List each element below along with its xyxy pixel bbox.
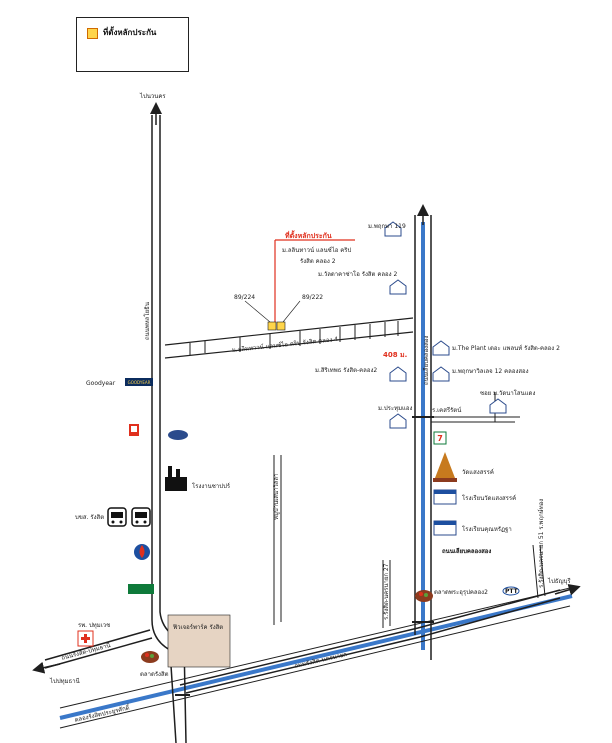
label-north: ไปนวนคร xyxy=(139,92,166,100)
ptt-icon-left xyxy=(134,544,150,560)
canal-rangsit xyxy=(59,594,573,720)
label-road-liab-khlong: ถนนเลียบคลองสอง xyxy=(442,547,491,555)
temple-icon xyxy=(433,452,457,482)
road-khlong-rangsit-side xyxy=(59,587,571,709)
label-west: ไปปทุมธานี xyxy=(49,677,80,685)
label-pratum: ม.ประทุมแอง xyxy=(378,405,412,412)
label-pruksa-ville: ม.พฤกษาวิลเลจ 12 คลองสอง xyxy=(452,368,529,375)
collateral-project-1: ม.ลลินทาวน์ แลนซ์ไอ คริป xyxy=(282,246,352,254)
plot-right-pointer xyxy=(282,300,301,323)
collateral-marker-left xyxy=(267,321,277,331)
future-park-block xyxy=(167,614,231,668)
hotel-icon xyxy=(129,424,139,436)
arrow-east xyxy=(554,583,581,596)
bridge-marks xyxy=(175,416,434,696)
house-icon-7 xyxy=(489,398,507,414)
distance-label: 408 ม. xyxy=(383,351,407,359)
seven-eleven-icon: 7 xyxy=(433,431,447,445)
collateral-plot-left: 89/224 xyxy=(234,294,255,301)
label-road-soi-51: ร.รังสิต-นครนายก 51 ร.พฤกษ์ทอง xyxy=(537,499,545,588)
label-siriwiwat: ม.สิริเทพธ รังสิต-คลอง2 xyxy=(315,367,377,374)
label-theplant: ม.The Plant เดอะ แพลนท์ รังสิต-คลอง 2 xyxy=(452,344,560,352)
ptt-icon-right xyxy=(502,586,520,596)
svg-text:7: 7 xyxy=(437,434,443,443)
road-rangsit-pathum xyxy=(44,629,151,661)
plot-left-pointer xyxy=(244,300,271,323)
collateral-title: ที่ตั้งหลักประกัน xyxy=(285,229,332,240)
road-rangsit-nakhonnayok-2 xyxy=(185,597,561,694)
house-icon-6 xyxy=(389,413,407,429)
label-bus: บขส. รังสิต xyxy=(75,514,104,521)
label-pruksa119: ม.พฤกษา 119 xyxy=(368,223,406,230)
label-soi-watlam: ซอย ม.วัดนาโสนแดง xyxy=(480,389,535,397)
label-east: ไปธัญบุรี xyxy=(547,577,571,585)
road-khlong-rangsit-side-2 xyxy=(59,605,571,729)
label-road-liab-khlong-vertical: ถนนเลียบคลองสอง xyxy=(422,336,430,385)
house-icon-5 xyxy=(432,366,450,382)
house-icon-4 xyxy=(389,366,407,382)
school-icon-1 xyxy=(433,489,457,505)
label-ptt: PTT xyxy=(505,588,519,595)
house-icon-3 xyxy=(432,340,450,356)
road-rangsit-nakhonnayok xyxy=(179,589,561,686)
label-road-soi-village: หมู่บ้านเสนาวิลล่า xyxy=(273,474,280,520)
label-goodyear: Goodyear xyxy=(86,380,116,387)
house-icon-2 xyxy=(389,279,407,295)
collateral-project-2: รังสิต คลอง 2 xyxy=(300,258,336,265)
label-pruksa2: ม.วัลดาคาซ่าโอ รังสิต คลอง 2 xyxy=(318,270,397,278)
market-icon-right xyxy=(415,590,433,602)
label-market-left: ตลาดรังสิต xyxy=(140,671,169,678)
label-factory: โรงงานซาปปร์ xyxy=(192,482,231,490)
collateral-marker-right xyxy=(276,321,286,331)
label-wat: วัดแสงสรรค์ xyxy=(462,468,494,476)
label-market-right: ตลาดพระอุรุปคลอง2 xyxy=(434,589,488,596)
collateral-plot-right: 89/222 xyxy=(302,294,323,301)
road-soi-51 xyxy=(532,544,546,599)
label-school1: โรงเรียนวัดแสงสรรค์ xyxy=(462,494,516,502)
hospital-icon xyxy=(77,630,94,647)
road-soi-village xyxy=(273,455,282,625)
map-legend: ที่ตั้งหลักประกัน xyxy=(76,17,189,72)
label-road-soi-27: ร.รังสิต-นครนายก 27 xyxy=(383,563,390,620)
road-soi-27 xyxy=(382,560,391,628)
legend-swatch xyxy=(87,28,98,39)
label-road-phahon: ถนนพหลโยธิน xyxy=(143,302,151,340)
house-icon-1 xyxy=(384,221,402,237)
label-future: ฟิวเจอร์พาร์ค รังสิต xyxy=(173,623,224,631)
label-soi-kasem: ร.เคสรีรัตน์ xyxy=(432,406,461,414)
bus-icon-1 xyxy=(107,507,127,527)
road-rangsit-pathum-2 xyxy=(44,637,153,669)
school-icon-2 xyxy=(433,520,457,536)
arrow-west xyxy=(32,661,61,674)
label-road-soi-khlong4: ม.ลลินทาวน์ แลนซ์ไอ คริป รังสิต คลอง 4 xyxy=(231,335,338,354)
gas-station-icon xyxy=(128,584,154,594)
blue-sign-icon xyxy=(168,430,188,440)
legend-label: ที่ตั้งหลักประกัน xyxy=(103,28,157,37)
road-soi-collateral xyxy=(164,317,414,359)
label-hospital: รพ. ปทุมเวช xyxy=(78,622,110,629)
bus-icon-2 xyxy=(131,507,151,527)
svg-text:GOODYEAR: GOODYEAR xyxy=(128,380,151,385)
soi-branches xyxy=(189,321,399,355)
goodyear-icon: GOODYEAR xyxy=(125,378,153,386)
factory-icon xyxy=(165,466,187,491)
market-icon-left xyxy=(141,651,159,663)
label-school2: โรงเรียนคุณหรัฏฐา xyxy=(462,525,512,533)
